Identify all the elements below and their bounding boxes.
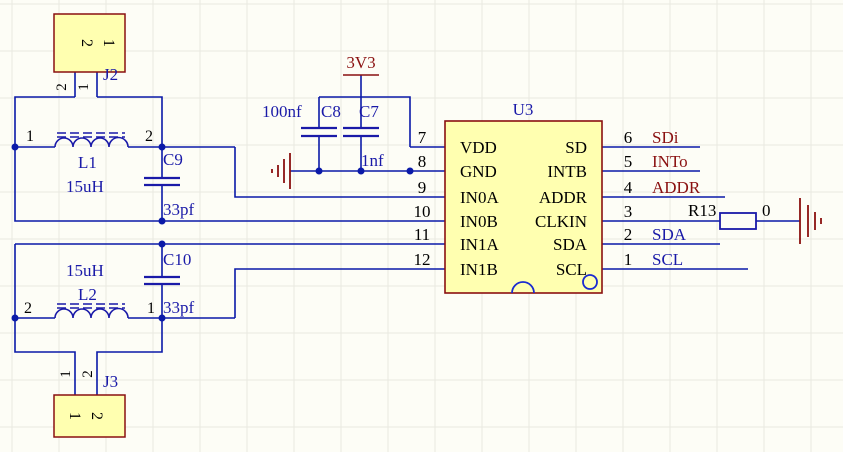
junction-dot [158, 217, 166, 225]
connector-j2[interactable]: 2 1 2 1 J2 [53, 13, 126, 91]
ic-pin-name: IN1A [460, 235, 499, 254]
net-label: SDi [652, 128, 679, 147]
c7-designator: C7 [359, 102, 379, 121]
ic-pin-name: GND [460, 162, 497, 181]
l1-pin-a: 1 [26, 128, 34, 145]
j2-pin-label: 1 [100, 39, 117, 47]
l1-value: 15uH [66, 177, 104, 196]
l2-designator: L2 [78, 285, 97, 304]
j2-designator: J2 [103, 65, 118, 84]
ic-pin-name: SCL [556, 260, 587, 279]
j3-designator: J3 [103, 372, 118, 391]
power-label: 3V3 [346, 53, 375, 72]
l2-value: 15uH [66, 261, 104, 280]
capacitor-c7[interactable] [343, 126, 379, 138]
ic-pin-number: 10 [414, 202, 431, 221]
ic-pin-number: 5 [624, 152, 633, 171]
ground-symbol[interactable] [271, 153, 291, 189]
ic-pin-number: 3 [624, 202, 633, 221]
capacitor-c8[interactable] [301, 126, 337, 138]
j2-pin-label: 2 [78, 39, 95, 47]
junction-dot [11, 314, 19, 322]
junction-dot [11, 143, 19, 151]
c10-value: 33pf [163, 298, 195, 317]
ic-pin-labels: 7VDD8GND9IN0A10IN0B11IN1A12IN1B6SDSDi5IN… [414, 128, 701, 279]
u3-designator: U3 [513, 100, 534, 119]
inductor-l2[interactable]: 2 1 L2 15uH [24, 261, 155, 319]
pin1-marker-icon [582, 274, 598, 290]
c8-value: 100nf [262, 102, 302, 121]
r13-value: 0 [762, 201, 771, 220]
junction-dot [315, 167, 323, 175]
j3-pin-number: 2 [80, 370, 96, 378]
ic-pin-name: IN0B [460, 212, 498, 231]
net-label: SCL [652, 250, 683, 269]
ic-pin-name: INTB [547, 162, 587, 181]
junction-dot [158, 143, 166, 151]
j2-pin-number: 1 [76, 83, 92, 91]
ic-pin-name: SDA [553, 235, 588, 254]
ic-pin-name: IN1B [460, 260, 498, 279]
j2-pin-number: 2 [54, 83, 70, 91]
j3-pin-number: 1 [58, 370, 74, 378]
ic-pin-name: SD [565, 138, 587, 157]
c9-designator: C9 [163, 150, 183, 169]
ic-pin-name: ADDR [539, 188, 588, 207]
ic-pin-number: 7 [418, 128, 427, 147]
c9-value: 33pf [163, 200, 195, 219]
j3-pin-label: 2 [88, 412, 105, 420]
wires [14, 72, 800, 395]
ic-pin-name: VDD [460, 138, 497, 157]
c10-designator: C10 [163, 250, 191, 269]
c7-value: 1nf [361, 151, 384, 170]
ic-pin-number: 1 [624, 250, 633, 269]
l2-pin-b: 1 [147, 300, 155, 317]
c8-designator: C8 [321, 102, 341, 121]
junction-dot [357, 167, 365, 175]
inductor-l1[interactable]: 1 2 L1 15uH [26, 128, 153, 196]
r13-designator: R13 [688, 201, 716, 220]
junction-dot [158, 314, 166, 322]
junction-dot [406, 167, 414, 175]
ic-pin-number: 4 [624, 178, 633, 197]
ground-symbol-r13[interactable] [799, 198, 822, 244]
ic-pin-number: 2 [624, 225, 633, 244]
j3-pin-label: 1 [66, 412, 83, 420]
ic-pin-name: CLKIN [535, 212, 587, 231]
ic-u3[interactable]: U3 [444, 100, 603, 294]
l1-pin-b: 2 [145, 128, 153, 145]
power-port-3v3[interactable]: 3V3 [343, 53, 379, 76]
l1-designator: L1 [78, 153, 97, 172]
net-label: SDA [652, 225, 687, 244]
junctions [11, 143, 414, 322]
resistor-r13[interactable]: R13 0 [688, 201, 771, 230]
ic-pin-number: 9 [418, 178, 427, 197]
net-label: INTo [652, 152, 688, 171]
connector-j3[interactable]: 1 2 1 2 J3 [53, 370, 126, 438]
ic-pin-number: 12 [414, 250, 431, 269]
junction-dot [158, 240, 166, 248]
ic-pin-number: 8 [418, 152, 427, 171]
capacitor-c9[interactable] [144, 176, 180, 187]
ic-pin-number: 11 [414, 225, 430, 244]
l2-pin-a: 2 [24, 300, 32, 317]
capacitor-c10[interactable] [144, 275, 180, 286]
net-label: ADDR [652, 178, 701, 197]
ic-pin-number: 6 [624, 128, 633, 147]
ic-pin-name: IN0A [460, 188, 499, 207]
